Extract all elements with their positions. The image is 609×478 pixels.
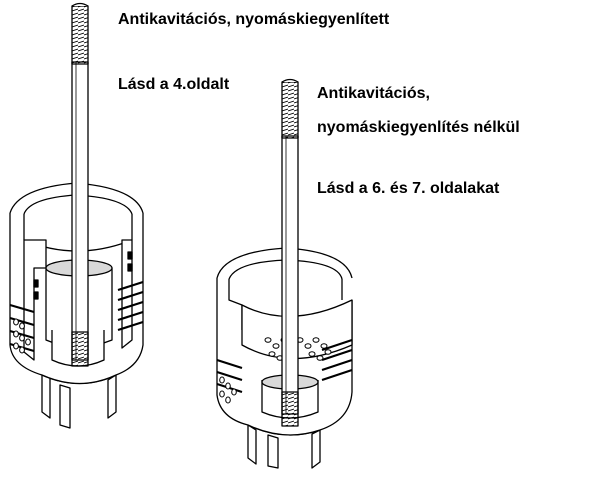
valve-b-title-line-2: nyomáskiegyenlítés nélkül <box>317 119 520 136</box>
valve-a-title: Antikavitációs, nyomáskiegyenlített <box>118 11 390 28</box>
valve-b-title-line-1: Antikavitációs, <box>317 85 430 102</box>
valve-a-holes <box>13 318 31 354</box>
valve-b-page-reference: Lásd a 6. és 7. oldalakat <box>317 180 500 197</box>
valve-b-holes <box>219 337 332 404</box>
valve-a-illustration <box>9 2 144 429</box>
valve-a-stem <box>71 2 89 367</box>
valve-b-illustration <box>216 78 353 469</box>
valve-b-stem <box>281 78 299 427</box>
valve-a-page-reference: Lásd a 4.oldalt <box>118 76 230 93</box>
